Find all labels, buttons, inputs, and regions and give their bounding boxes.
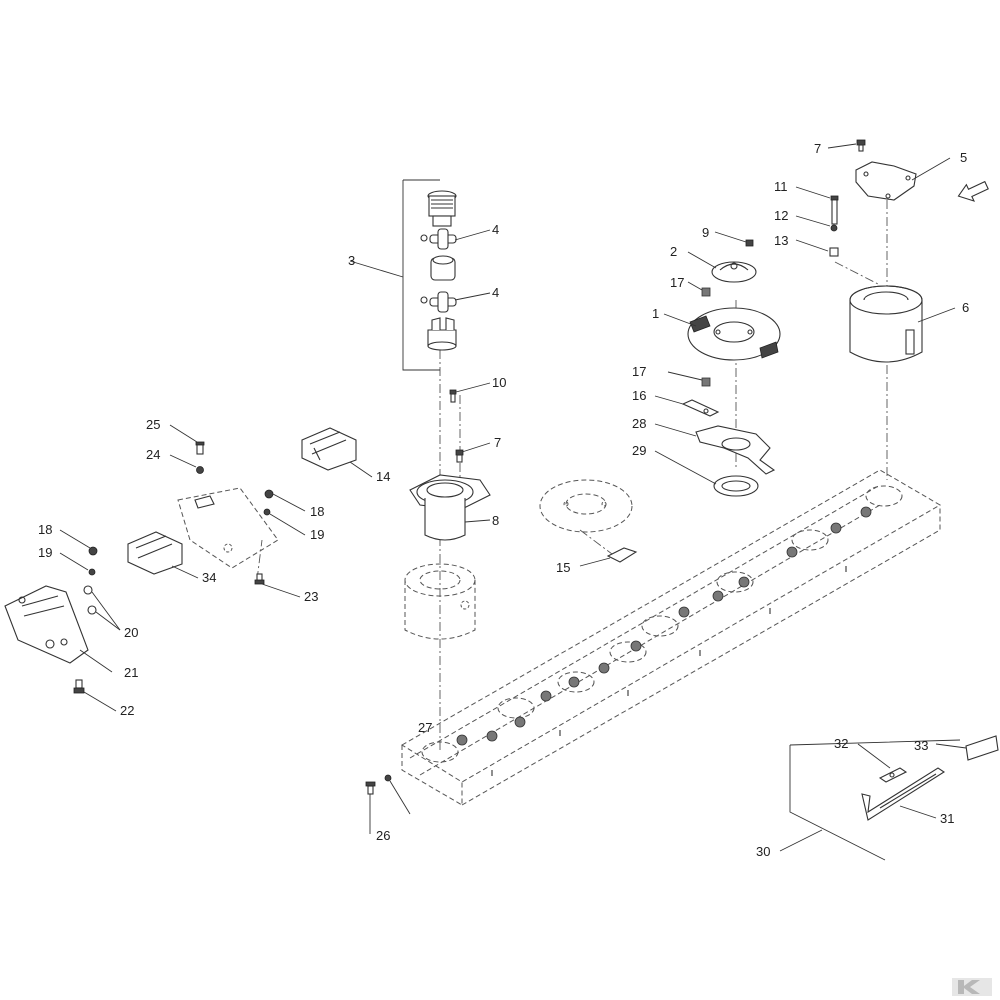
washer-19-right xyxy=(263,508,306,536)
nut-17-lower xyxy=(667,371,711,387)
cross-joint-lower xyxy=(420,291,457,313)
bearing-housing-8 xyxy=(409,474,491,541)
callout-24: 24 xyxy=(146,447,160,462)
callout-16: 16 xyxy=(632,388,646,403)
universal-joint-group xyxy=(349,179,491,371)
washer-12 xyxy=(795,215,838,232)
spacer-13 xyxy=(795,239,839,257)
drum-cylinder-dashed xyxy=(404,563,476,640)
blade-16 xyxy=(654,395,720,417)
callout-11: 11 xyxy=(774,179,788,194)
bolt-9 xyxy=(714,231,754,247)
yoke-bottom xyxy=(427,317,457,351)
blade-15 xyxy=(579,547,638,567)
guard-clip-14 xyxy=(301,427,373,478)
callout-19: 19 xyxy=(310,527,324,542)
callout-26: 26 xyxy=(376,828,390,843)
washer-24 xyxy=(169,454,204,474)
callout-4: 4 xyxy=(492,285,499,300)
callout-13: 13 xyxy=(774,233,788,248)
bolt-26 xyxy=(365,781,376,834)
kramp-logo-icon xyxy=(952,978,992,996)
yoke-top xyxy=(427,190,457,227)
callout-6: 6 xyxy=(962,300,969,315)
callout-5: 5 xyxy=(960,150,967,165)
bolt-22 xyxy=(73,679,117,712)
callout-23: 23 xyxy=(304,589,318,604)
callout-4: 4 xyxy=(492,222,499,237)
cap-cover-5 xyxy=(855,157,951,201)
callout-labels: 7 5 11 12 13 9 2 17 1 6 17 16 28 29 15 3… xyxy=(38,141,969,859)
guard-clip-34 xyxy=(127,531,199,579)
callout-2: 2 xyxy=(670,244,677,259)
callout-30: 30 xyxy=(756,844,770,859)
tool-kit-30 xyxy=(779,739,961,861)
washer-19-left xyxy=(59,552,96,576)
callout-20: 20 xyxy=(124,625,138,640)
disc-1 xyxy=(663,307,781,361)
assembly-axis-lines xyxy=(256,200,888,750)
spare-part-33 xyxy=(935,735,999,761)
callout-7: 7 xyxy=(814,141,821,156)
callout-22: 22 xyxy=(120,703,134,718)
callout-17: 17 xyxy=(670,275,684,290)
bolt-11 xyxy=(795,186,839,225)
blade-holder-28 xyxy=(654,423,776,475)
callout-19: 19 xyxy=(38,545,52,560)
disc-dashed-15 xyxy=(539,479,633,533)
cutter-bar xyxy=(401,469,941,806)
callout-33: 33 xyxy=(914,738,928,753)
callout-12: 12 xyxy=(774,208,788,223)
callout-7: 7 xyxy=(494,435,501,450)
callout-32: 32 xyxy=(834,736,848,751)
yoke-middle xyxy=(430,255,456,281)
blade-32 xyxy=(857,743,908,783)
skid-tabs xyxy=(491,566,847,776)
ring-29 xyxy=(654,450,759,497)
shield-dashed-middle xyxy=(177,487,279,569)
callout-15: 15 xyxy=(556,560,570,575)
callout-25: 25 xyxy=(146,417,160,432)
callout-10: 10 xyxy=(492,375,506,390)
pry-bar-31 xyxy=(861,767,946,821)
callout-34: 34 xyxy=(202,570,216,585)
callout-29: 29 xyxy=(632,443,646,458)
callout-28: 28 xyxy=(632,416,646,431)
callout-14: 14 xyxy=(376,469,390,484)
washers-20 xyxy=(83,585,121,631)
callout-17: 17 xyxy=(632,364,646,379)
nut-27 xyxy=(384,774,411,815)
callout-3: 3 xyxy=(348,253,355,268)
bolt-10 xyxy=(449,382,491,403)
callout-27: 27 xyxy=(418,720,432,735)
callout-18: 18 xyxy=(310,504,324,519)
drum-6 xyxy=(849,285,956,363)
skid-shield-21 xyxy=(4,585,113,673)
callout-9: 9 xyxy=(702,225,709,240)
bolt-7-top xyxy=(827,139,866,152)
callout-8: 8 xyxy=(492,513,499,528)
callout-1: 1 xyxy=(652,306,659,321)
callout-31: 31 xyxy=(940,811,954,826)
callout-18: 18 xyxy=(38,522,52,537)
cross-joint-upper xyxy=(420,228,457,250)
bolt-23 xyxy=(254,573,301,598)
callout-21: 21 xyxy=(124,665,138,680)
cap-hub-2 xyxy=(687,251,757,283)
bolt-25 xyxy=(169,424,205,455)
nut-18-left xyxy=(59,529,98,556)
direction-arrow-icon xyxy=(957,180,989,202)
disc-mount-rings xyxy=(421,485,903,763)
nut-17-upper xyxy=(687,281,711,297)
bolt-7-lower xyxy=(455,442,491,463)
nut-18-right xyxy=(264,489,306,512)
bolt-hole-rosettes xyxy=(456,506,872,746)
